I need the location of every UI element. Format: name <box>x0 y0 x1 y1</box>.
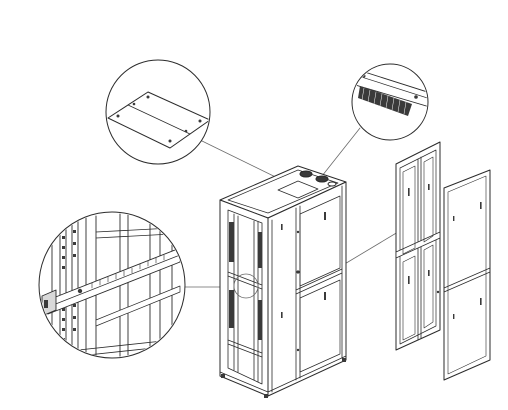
side-panel <box>443 169 491 381</box>
front-vertical-rails <box>229 213 262 383</box>
cabinet-top-vents <box>299 170 337 187</box>
side-panel-handles <box>453 202 482 319</box>
split-rear-door <box>395 141 441 351</box>
top-vent-detail <box>351 63 429 141</box>
leader-door <box>337 231 399 269</box>
cabinet-frame <box>219 165 347 398</box>
door-latches <box>408 184 440 294</box>
rail-detail-source-circle <box>233 273 259 299</box>
front-cross-bars <box>227 271 263 358</box>
cabinet-side-panels <box>271 185 343 393</box>
top-cover-plate <box>107 91 209 149</box>
leader-top-vent <box>321 127 361 177</box>
mounting-rail-detail <box>38 211 186 359</box>
cabinet-top-cover-plate <box>277 180 319 199</box>
top-cover-detail <box>105 59 211 165</box>
cabinet-base <box>219 355 347 393</box>
cabinet-front-opening <box>227 209 263 385</box>
cabinet-feet <box>221 358 346 398</box>
cabinet-handles <box>281 212 326 352</box>
rail-scale-ticks <box>91 254 165 289</box>
